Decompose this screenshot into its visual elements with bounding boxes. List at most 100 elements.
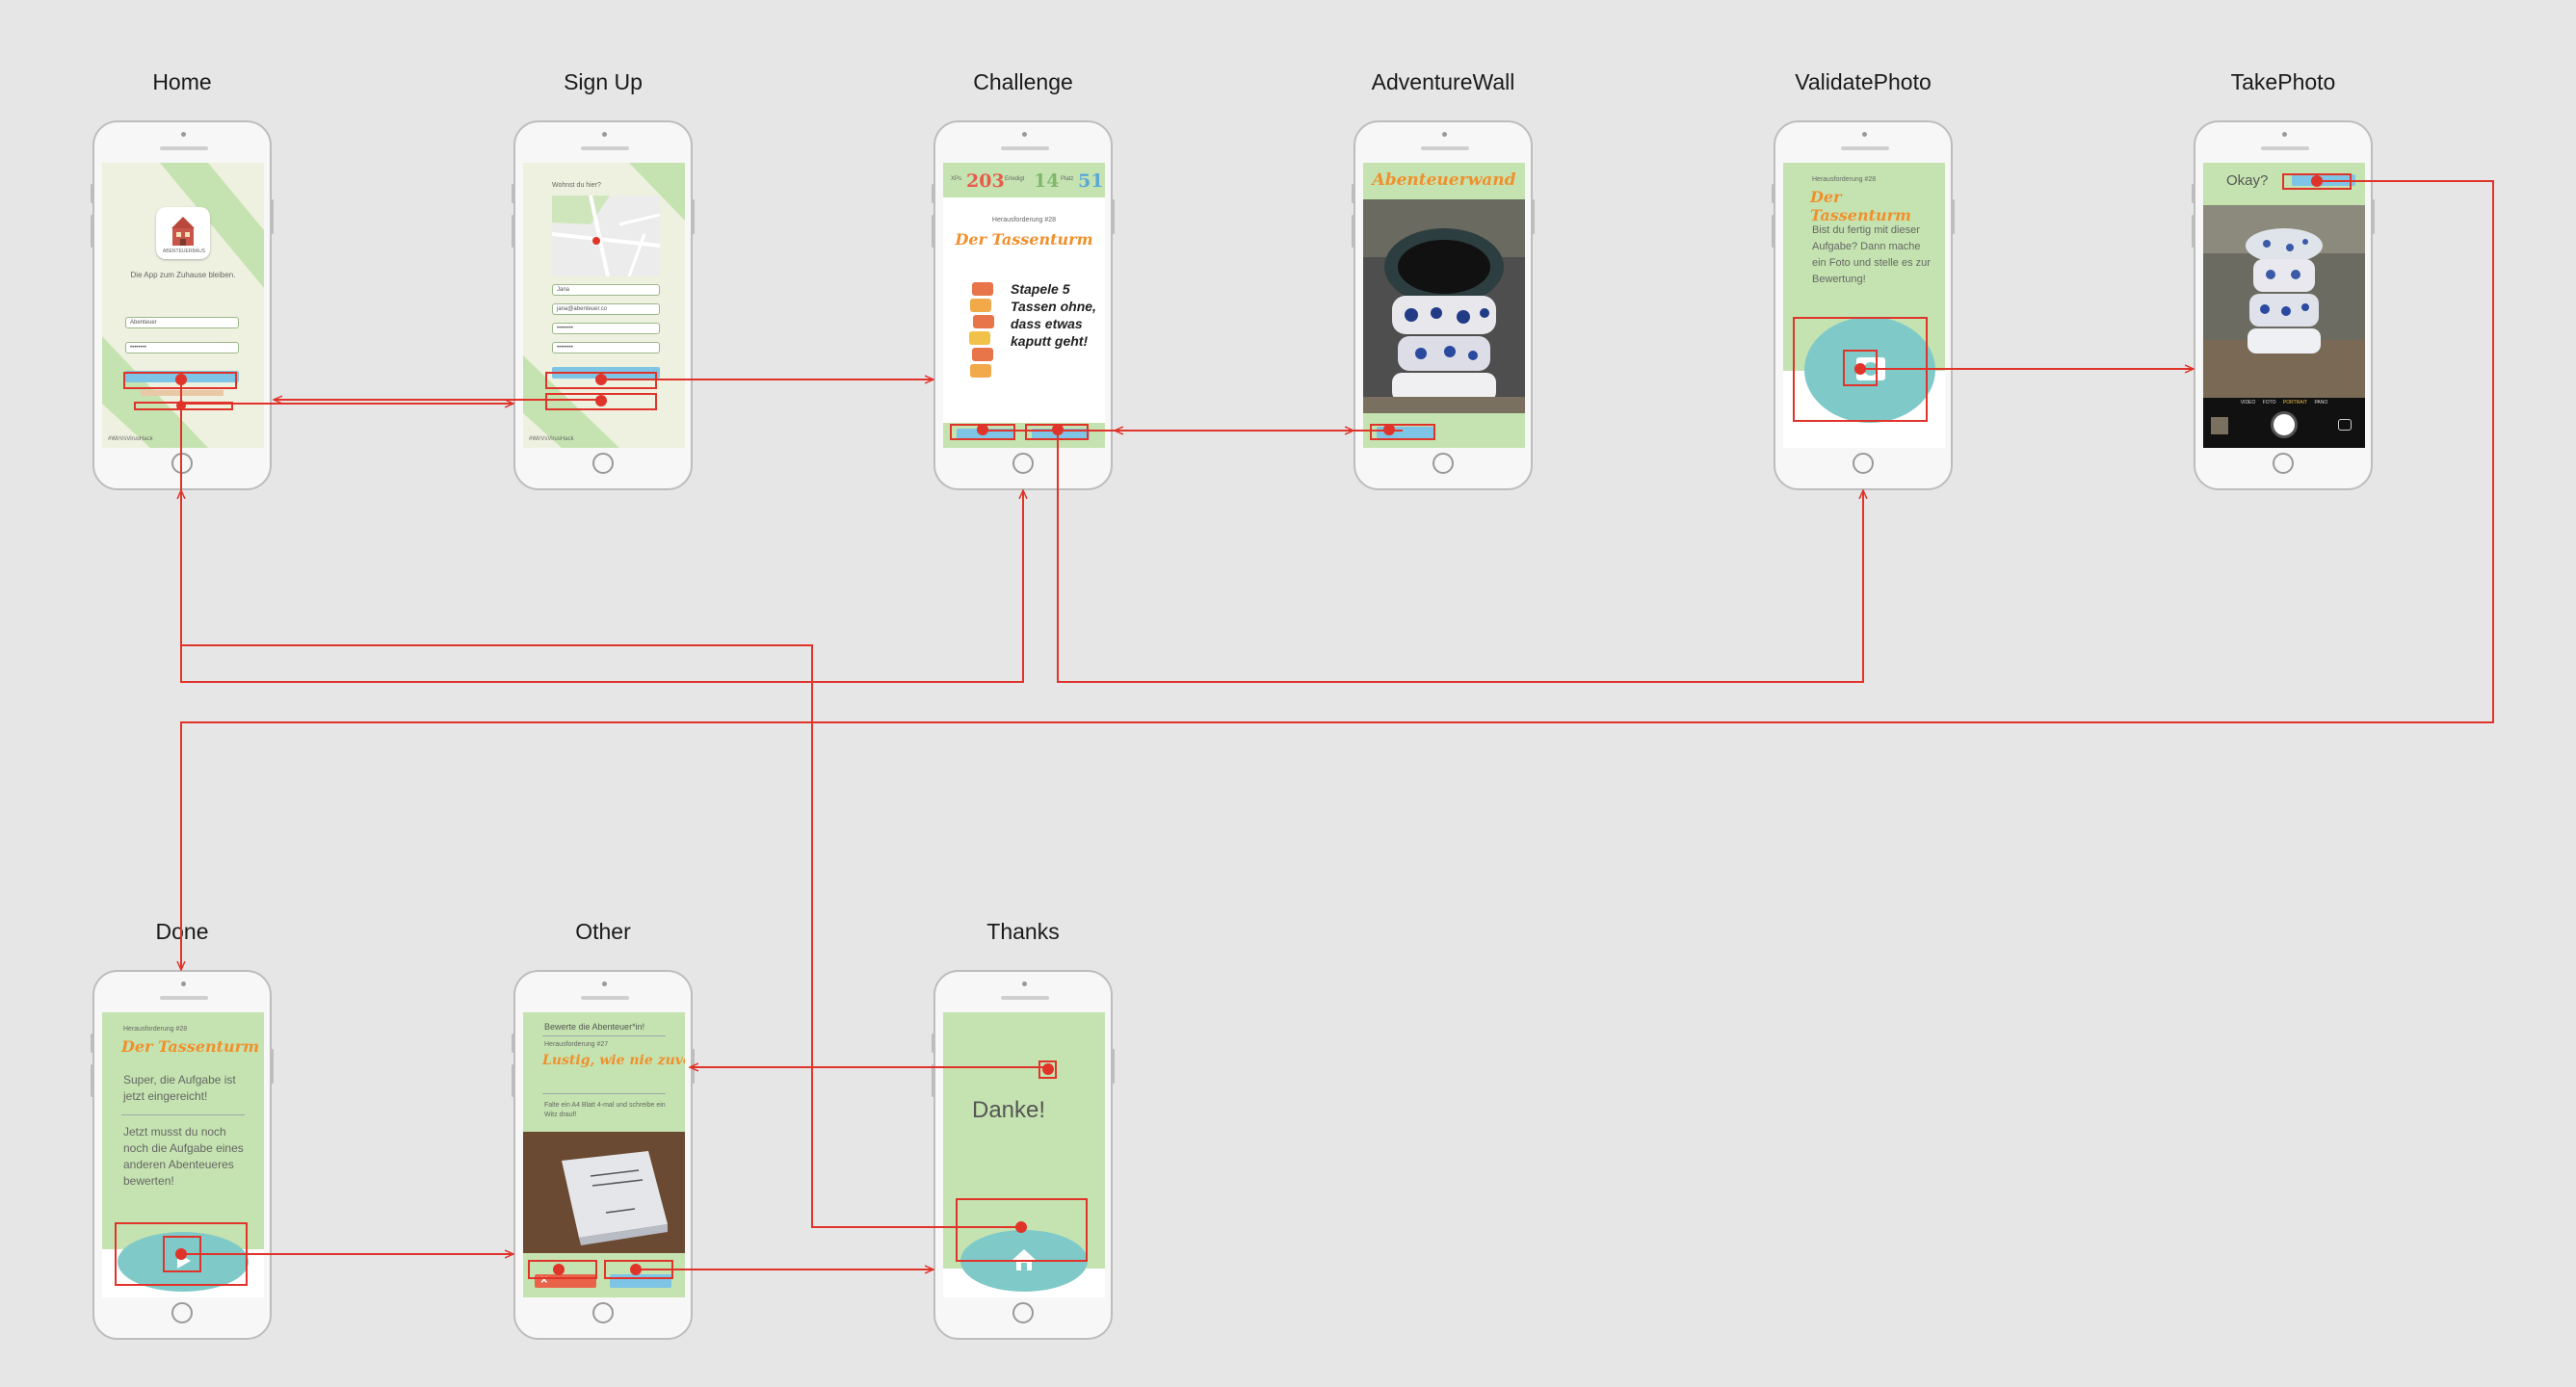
link-origin-dot bbox=[977, 424, 988, 435]
challenge-headline: Der Tassenturm bbox=[955, 230, 1093, 249]
password-input[interactable]: •••••••• bbox=[125, 342, 239, 353]
home-button[interactable] bbox=[1433, 453, 1454, 474]
screen-adventurewall: Abenteuerwand bbox=[1363, 163, 1525, 448]
house-icon bbox=[171, 217, 195, 246]
divider bbox=[542, 1093, 666, 1094]
hotspot-signup-back[interactable] bbox=[545, 393, 657, 410]
screen-title-signup: Sign Up bbox=[564, 69, 643, 94]
side-button bbox=[1532, 199, 1535, 234]
link-origin-dot bbox=[175, 374, 187, 385]
side-button bbox=[932, 215, 934, 248]
link-origin-dot bbox=[1042, 1063, 1054, 1075]
side-button bbox=[2192, 184, 2195, 203]
home-button[interactable] bbox=[592, 1302, 614, 1323]
rank-label: Platz bbox=[1061, 176, 1074, 182]
other-subtitle: Herausforderung #27 bbox=[544, 1041, 609, 1048]
other-header: Bewerte die Abenteuer*in! bbox=[544, 1022, 645, 1032]
side-button bbox=[1952, 199, 1955, 234]
hotspot-thanks-home[interactable] bbox=[956, 1198, 1088, 1262]
side-button bbox=[1772, 184, 1774, 203]
other-task: Falte ein A4 Blatt 4-mal und schreibe ei… bbox=[544, 1102, 666, 1118]
camera bbox=[181, 132, 186, 137]
mode-pano[interactable]: PANO bbox=[2314, 400, 2328, 406]
link-origin-dot bbox=[1015, 1221, 1027, 1233]
link-origin-dot bbox=[1052, 424, 1064, 435]
phone-validatephoto: Herausforderung #28 Der Tassenturm Bist … bbox=[1772, 120, 1955, 490]
screen-title-thanks: Thanks bbox=[986, 919, 1060, 944]
camera bbox=[1862, 132, 1867, 137]
link-thanks-to-home bbox=[181, 490, 1021, 1228]
other-headline: Lustig, wie nie zuvor! bbox=[542, 1053, 685, 1068]
home-button[interactable] bbox=[592, 453, 614, 474]
email-input[interactable]: jana@abenteuer.co bbox=[552, 303, 660, 315]
speaker bbox=[1841, 146, 1889, 150]
side-button bbox=[1352, 184, 1354, 203]
switch-camera-icon[interactable] bbox=[2338, 419, 2352, 431]
screen-challenge: XPs 203 Erledigt 14 Platz 51 Herausforde… bbox=[943, 163, 1105, 448]
side-button bbox=[91, 184, 93, 203]
link-origin-dot bbox=[630, 1264, 642, 1275]
home-button[interactable] bbox=[2273, 453, 2294, 474]
speaker bbox=[581, 146, 629, 150]
okay-text: Okay? bbox=[2226, 172, 2269, 189]
camera bbox=[2282, 132, 2287, 137]
link-origin-dot bbox=[2311, 175, 2323, 187]
rank-value: 51 bbox=[1078, 170, 1104, 192]
link-origin-dot bbox=[595, 374, 607, 385]
side-button bbox=[512, 184, 514, 203]
hotspot-wall-back[interactable] bbox=[1370, 424, 1435, 440]
side-button bbox=[932, 1034, 934, 1053]
camera bbox=[602, 132, 607, 137]
home-button[interactable] bbox=[1853, 453, 1874, 474]
hotspot-thanks-text[interactable] bbox=[1038, 1060, 1057, 1079]
speaker bbox=[160, 996, 208, 1000]
shutter-button[interactable] bbox=[2271, 411, 2298, 438]
link-origin-dot bbox=[1854, 363, 1866, 375]
stats-bar: XPs 203 Erledigt 14 Platz 51 bbox=[943, 163, 1105, 197]
link-challenge-to-validate bbox=[1057, 431, 1863, 683]
background-stripes bbox=[523, 163, 685, 448]
screen-title-challenge: Challenge bbox=[973, 69, 1073, 94]
done-headline: Der Tassenturm bbox=[121, 1037, 260, 1056]
side-button bbox=[2372, 199, 2375, 234]
speaker bbox=[2261, 146, 2309, 150]
screen-title-takephoto: TakePhoto bbox=[2230, 69, 2336, 94]
side-button bbox=[932, 1064, 934, 1097]
validate-subtitle: Herausforderung #28 bbox=[1812, 176, 1877, 183]
xp-label: XPs bbox=[951, 176, 962, 182]
home-button[interactable] bbox=[171, 1302, 193, 1323]
hotspot-other-reject[interactable] bbox=[528, 1260, 597, 1279]
name-input[interactable]: Jana bbox=[552, 284, 660, 296]
side-button bbox=[2192, 215, 2195, 248]
link-origin-dot bbox=[175, 1248, 187, 1260]
map-preview[interactable] bbox=[552, 196, 660, 276]
phone-adventurewall: Abenteuerwand bbox=[1352, 120, 1535, 490]
cup-tower-photo[interactable] bbox=[1363, 199, 1525, 413]
link-home-to-challenge bbox=[180, 380, 1023, 683]
side-button bbox=[91, 1034, 93, 1053]
folded-paper-photo[interactable] bbox=[523, 1132, 685, 1253]
link-origin-dot bbox=[1383, 424, 1395, 435]
xp-value: 203 bbox=[966, 170, 1005, 192]
link-takephoto-to-done bbox=[181, 180, 2494, 970]
password-input[interactable]: •••••••• bbox=[552, 323, 660, 334]
side-button bbox=[512, 1064, 514, 1097]
mode-foto[interactable]: FOTO bbox=[2262, 400, 2276, 406]
camera bbox=[1022, 132, 1027, 137]
mode-video[interactable]: VIDEO bbox=[2240, 400, 2256, 406]
home-button[interactable] bbox=[1012, 1302, 1034, 1323]
speaker bbox=[1421, 146, 1469, 150]
camera bbox=[1442, 132, 1447, 137]
username-input[interactable]: Abenteuer bbox=[125, 317, 239, 328]
screen-title-adventurewall: AdventureWall bbox=[1371, 69, 1515, 94]
home-button[interactable] bbox=[1012, 453, 1034, 474]
home-tagline: Die App zum Zuhause bleiben. bbox=[130, 271, 236, 279]
camera bbox=[602, 981, 607, 986]
mode-portrait[interactable]: PORTRAIT bbox=[2282, 400, 2308, 406]
side-button bbox=[512, 1034, 514, 1053]
password-repeat-input[interactable]: •••••••• bbox=[552, 342, 660, 353]
done-text-2: Jetzt musst du noch noch die Aufgabe ein… bbox=[123, 1125, 244, 1188]
side-button bbox=[91, 1064, 93, 1097]
gallery-thumbnail[interactable] bbox=[2211, 417, 2228, 434]
